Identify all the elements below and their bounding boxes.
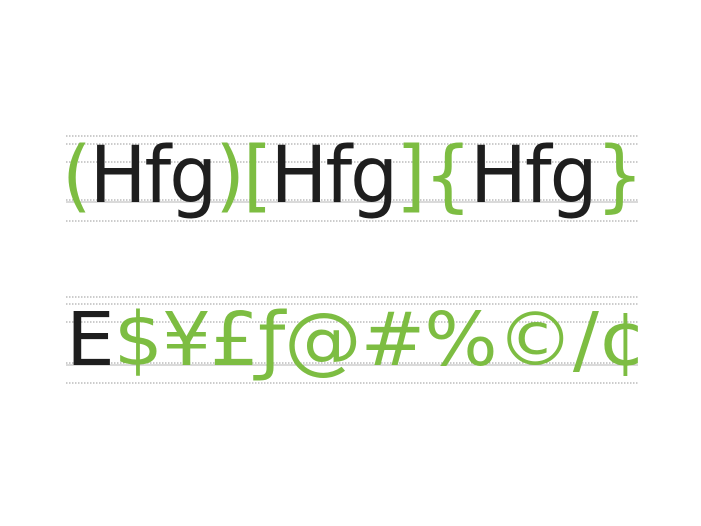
letter-e: E <box>66 297 114 383</box>
row-2-guides <box>66 296 638 384</box>
open-bracket: [ <box>243 131 271 221</box>
close-paren: ) <box>215 131 243 221</box>
sample-word-1: Hfg <box>90 131 216 221</box>
open-brace: { <box>424 131 470 221</box>
sample-word-3: Hfg <box>470 131 596 221</box>
close-bracket: ] <box>396 131 424 221</box>
symbols-specimen-line: E$¥£ƒ@#%©/¢ <box>66 297 646 383</box>
sample-word-2: Hfg <box>271 131 397 221</box>
close-brace: } <box>596 131 642 221</box>
brackets-specimen-line: (Hfg)[Hfg]{Hfg} <box>62 131 642 221</box>
currency-symbols: $¥£ƒ@#%©/¢ <box>114 297 646 383</box>
row-1-guides <box>66 135 638 222</box>
open-paren: ( <box>62 131 90 221</box>
